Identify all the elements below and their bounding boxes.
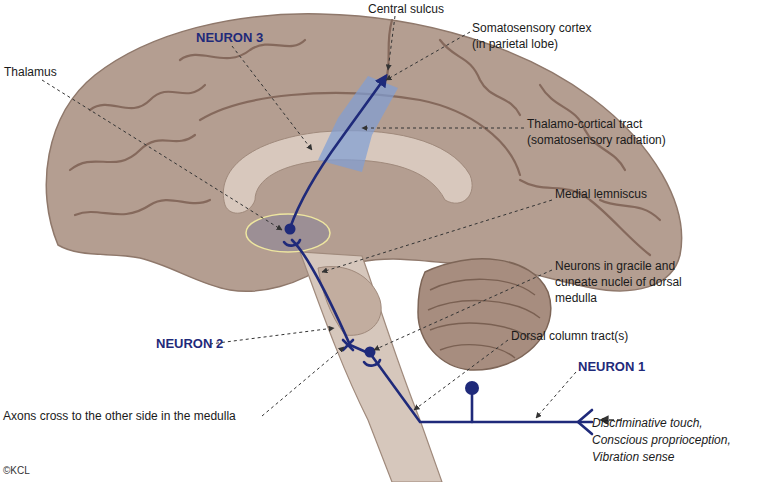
neuron-1-stalk [471,394,474,422]
leader-line [210,328,334,344]
sulcus-line [386,20,392,80]
structure-label: Thalamus [4,64,57,80]
leader-line [536,372,576,418]
neuron-3-cell-body [285,224,296,235]
thalamus-region [246,214,330,252]
structure-label: Dorsal column tract(s) [511,328,628,344]
structure-label: Thalamo-cortical tract (somatosensory ra… [527,116,679,148]
synapse-cup [284,240,300,246]
neuron-2-cell-body [365,347,376,358]
sulcus-line [75,200,210,215]
neuron-label: NEURON 2 [156,336,223,352]
cerebrum [46,14,681,291]
pons [318,267,381,336]
cerebellum-folia [428,279,540,358]
leader-line [232,46,312,150]
sulcus-line [520,180,650,255]
neuron-3-axon [290,76,386,228]
cerebellum [418,259,551,370]
copyright-label: ©KCL [3,463,30,479]
structure-label: Medial lemniscus [555,186,647,202]
leader-line [386,32,470,80]
folium-line [430,279,535,295]
leader-line [388,16,395,70]
sulcus-line [70,135,195,170]
receptor-ending [578,410,592,434]
neuron-1-cell-body [465,381,479,395]
sensation-label: Discriminative touch, Conscious proprioc… [592,415,750,466]
synapse-cup [364,360,380,366]
leader-line [362,128,524,129]
folium-line [428,301,540,318]
decussation-mark [343,340,353,350]
structure-label: Somatosensory cortex (in parietal lobe) [472,20,604,52]
leader-line [414,340,508,410]
neuron-1-axon [372,356,592,422]
neuron-label: NEURON 3 [196,30,263,46]
leader-line [42,80,282,230]
leader-lines [42,16,576,418]
sulcus-line [440,40,520,115]
neuron-label: NEURON 1 [578,359,645,375]
folium-line [440,345,515,358]
somatosensory-cortex-area [318,76,398,172]
sulcus-line [90,85,205,110]
neuron-2-axon [292,240,366,352]
note-label: Axons cross to the other side in the med… [3,408,236,424]
structure-label: Central sulcus [368,1,444,17]
leader-line [262,347,344,416]
structure-label: Neurons in gracile and cuneate nuclei of… [555,258,701,306]
leader-line [322,200,552,272]
